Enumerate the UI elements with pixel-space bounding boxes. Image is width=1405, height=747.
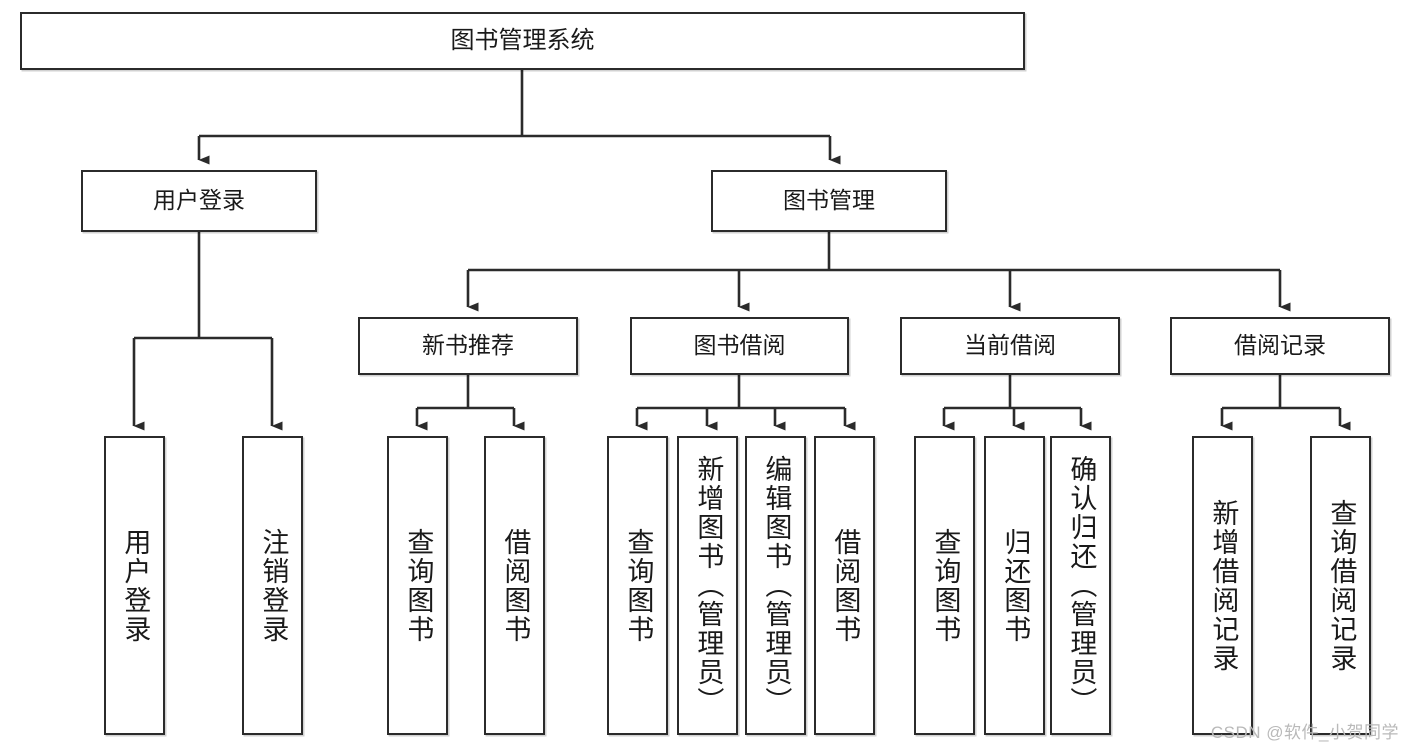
node-leaf-return-book[interactable]: 归还图书 (984, 436, 1045, 735)
node-user-login-label: 用户登录 (153, 187, 245, 214)
node-leaf-return-book-label: 归还图书 (1000, 527, 1031, 644)
node-leaf-user-login[interactable]: 用户登录 (104, 436, 165, 735)
node-leaf-query-record[interactable]: 查询借阅记录 (1310, 436, 1371, 735)
node-leaf-add-book-label: 新增图书（管理员） (693, 455, 724, 716)
node-borrow-record[interactable]: 借阅记录 (1170, 317, 1390, 375)
node-root[interactable]: 图书管理系统 (20, 12, 1025, 70)
node-current-borrow[interactable]: 当前借阅 (900, 317, 1120, 375)
node-leaf-add-book[interactable]: 新增图书（管理员） (677, 436, 738, 735)
node-leaf-add-record-label: 新增借阅记录 (1208, 498, 1239, 673)
node-leaf-confirm-return[interactable]: 确认归还（管理员） (1050, 436, 1111, 735)
node-leaf-query-book-3-label: 查询图书 (930, 527, 961, 644)
node-user-login[interactable]: 用户登录 (81, 170, 317, 232)
node-book-borrow-label: 图书借阅 (693, 332, 786, 359)
node-book-manage-label: 图书管理 (783, 187, 875, 214)
node-leaf-query-book-1-label: 查询图书 (403, 527, 434, 644)
node-leaf-add-record[interactable]: 新增借阅记录 (1192, 436, 1253, 735)
node-leaf-user-logout[interactable]: 注销登录 (242, 436, 303, 735)
node-new-book-recommend-label: 新书推荐 (422, 332, 514, 359)
node-leaf-query-book-2[interactable]: 查询图书 (607, 436, 668, 735)
node-leaf-borrow-book-2[interactable]: 借阅图书 (814, 436, 875, 735)
node-current-borrow-label: 当前借阅 (964, 332, 1056, 359)
node-book-borrow[interactable]: 图书借阅 (630, 317, 849, 375)
node-leaf-borrow-book-1[interactable]: 借阅图书 (484, 436, 545, 735)
node-leaf-query-record-label: 查询借阅记录 (1326, 498, 1357, 673)
node-leaf-query-book-3[interactable]: 查询图书 (914, 436, 975, 735)
node-root-label: 图书管理系统 (450, 26, 595, 54)
node-leaf-edit-book-label: 编辑图书（管理员） (761, 455, 792, 716)
node-leaf-query-book-1[interactable]: 查询图书 (387, 436, 448, 735)
node-leaf-query-book-2-label: 查询图书 (623, 527, 654, 644)
node-leaf-edit-book[interactable]: 编辑图书（管理员） (745, 436, 806, 735)
node-leaf-user-logout-label: 注销登录 (258, 527, 289, 644)
watermark: CSDN @软件_小贺同学 (1210, 723, 1399, 742)
node-new-book-recommend[interactable]: 新书推荐 (358, 317, 578, 375)
node-leaf-user-login-label: 用户登录 (120, 527, 151, 644)
node-leaf-borrow-book-2-label: 借阅图书 (830, 527, 861, 644)
node-leaf-confirm-return-label: 确认归还（管理员） (1066, 455, 1097, 716)
node-leaf-borrow-book-1-label: 借阅图书 (500, 527, 531, 644)
node-borrow-record-label: 借阅记录 (1234, 332, 1326, 359)
node-book-manage[interactable]: 图书管理 (711, 170, 947, 232)
